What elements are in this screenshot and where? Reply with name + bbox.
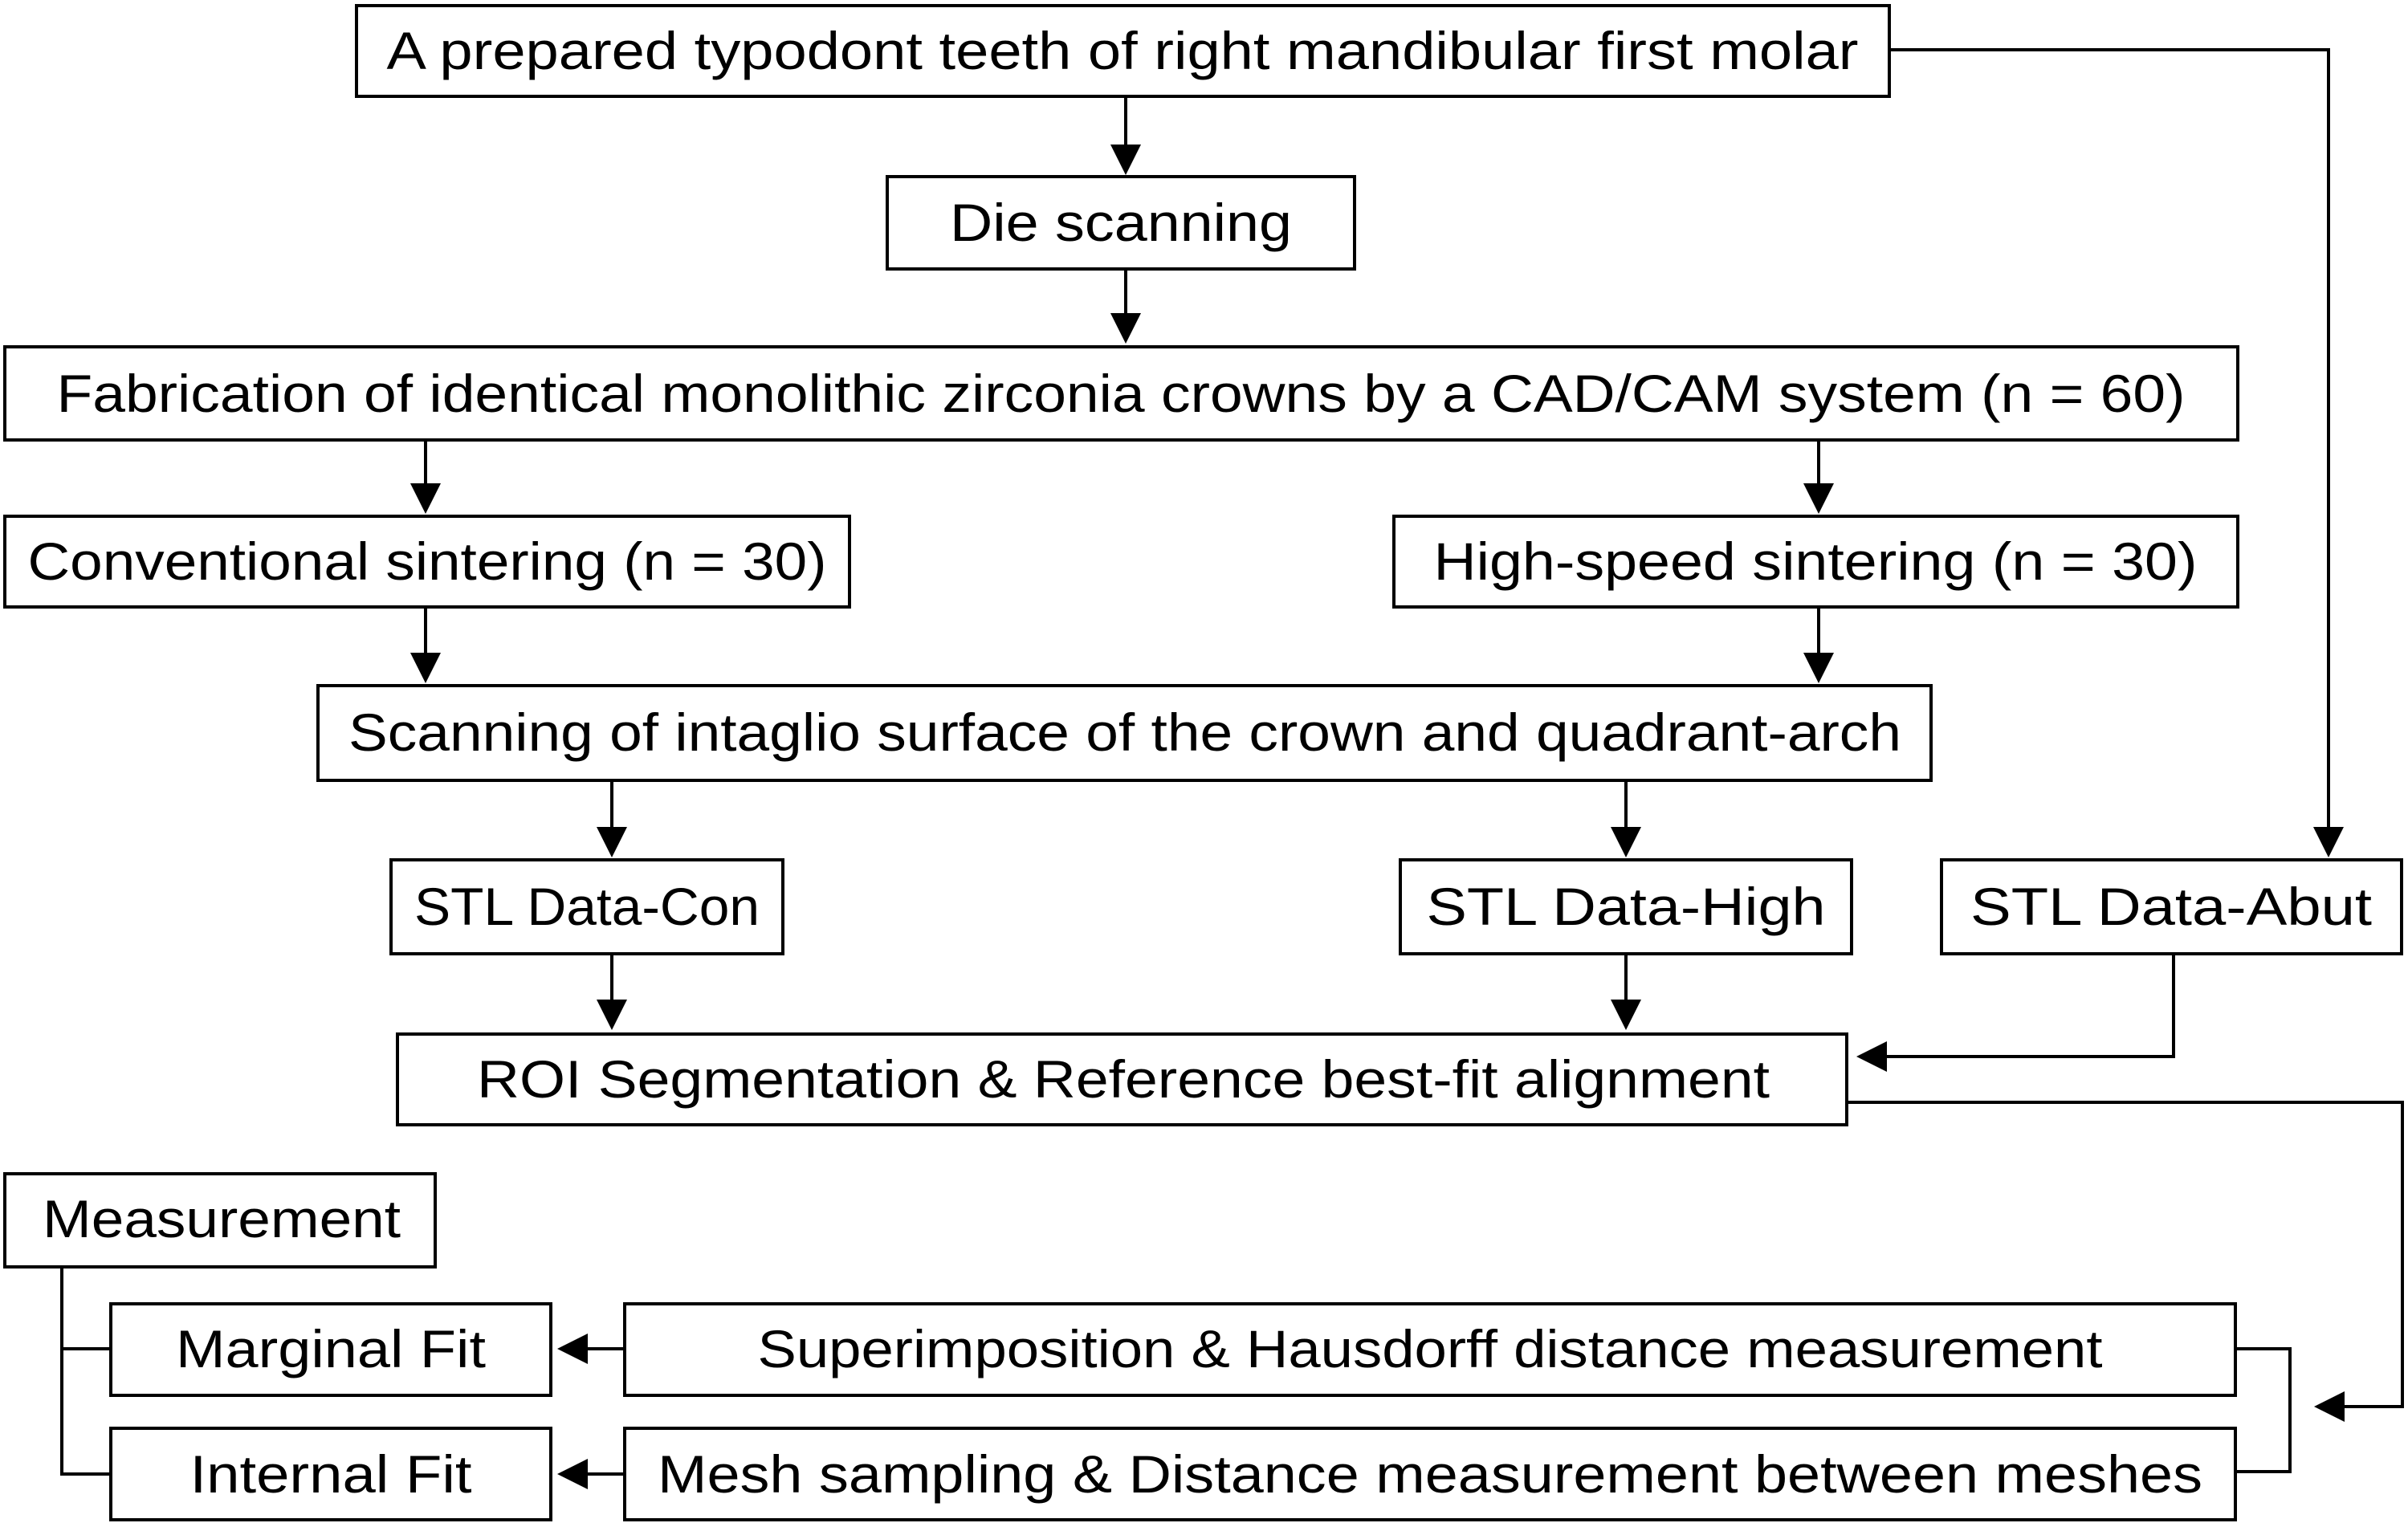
node-die-scanning-label: Die scanning [950,193,1292,252]
arrowhead-marginal-fit [557,1334,588,1364]
node-measurement: Measurement [3,1172,437,1268]
node-scanning-intaglio-label: Scanning of intaglio surface of the crow… [348,702,1901,762]
node-die-scanning: Die scanning [886,175,1356,271]
node-mesh-sampling: Mesh sampling & Distance measurement bet… [623,1427,2237,1521]
node-stl-abut: STL Data-Abut [1940,858,2403,955]
node-mesh-sampling-label: Mesh sampling & Distance measurement bet… [658,1444,2202,1504]
arrowhead-high-speed [1803,483,1834,514]
node-typodont: A prepared typodont teeth of right mandi… [355,4,1891,98]
arrowheads [410,145,2345,1489]
arrowhead-measures [2314,1391,2345,1422]
node-fabrication-label: Fabrication of identical monolithic zirc… [57,364,2186,423]
arrowhead-stl-high [1611,827,1641,857]
node-roi-label: ROI Segmentation & Reference best-fit al… [477,1049,1770,1109]
node-scanning-intaglio: Scanning of intaglio surface of the crow… [316,684,1933,782]
node-roi: ROI Segmentation & Reference best-fit al… [396,1032,1848,1126]
node-stl-con: STL Data-Con [389,858,784,955]
arrowhead-stl-con [597,827,627,857]
connector-stl-abut-to-roi [1879,954,2175,1058]
node-high-speed: High-speed sintering (n = 30) [1392,515,2239,609]
node-fabrication: Fabrication of identical monolithic zirc… [3,345,2239,442]
node-internal-fit: Internal Fit [109,1427,552,1521]
node-stl-high: STL Data-High [1399,858,1853,955]
arrowhead-fabrication [1110,313,1141,344]
connector-typodont-to-stl-abut [1889,48,2330,835]
arrowhead-die [1110,145,1141,175]
arrowhead-stl-abut [2313,827,2344,857]
connectors [60,48,2404,1476]
node-conventional-label: Conventional sintering (n = 30) [28,531,827,591]
node-conventional: Conventional sintering (n = 30) [3,515,851,609]
node-stl-high-label: STL Data-High [1427,877,1826,936]
node-measurement-label: Measurement [43,1189,401,1248]
node-stl-con-label: STL Data-Con [414,877,760,936]
arrowhead-roi-left [597,1000,627,1030]
bracket-measurement [60,1267,111,1476]
node-superimposition-label: Superimposition & Hausdorff distance mea… [758,1319,2103,1378]
node-stl-abut-label: STL Data-Abut [1970,877,2372,936]
arrowhead-conventional [410,483,441,514]
arrowhead-roi-right [1611,1000,1641,1030]
connector-roi-to-measures [1847,1101,2404,1408]
node-marginal-fit-label: Marginal Fit [176,1319,486,1378]
arrowhead-internal-fit [557,1459,588,1489]
node-internal-fit-label: Internal Fit [190,1444,472,1504]
node-marginal-fit: Marginal Fit [109,1302,552,1397]
arrowhead-roi-abut [1856,1041,1887,1072]
node-high-speed-label: High-speed sintering (n = 30) [1434,531,2198,591]
node-typodont-label: A prepared typodont teeth of right mandi… [387,21,1859,80]
arrowhead-scanning-left [410,653,441,683]
bracket-measures [2235,1347,2292,1473]
node-superimposition: Superimposition & Hausdorff distance mea… [623,1302,2237,1397]
arrowhead-scanning-right [1803,653,1834,683]
